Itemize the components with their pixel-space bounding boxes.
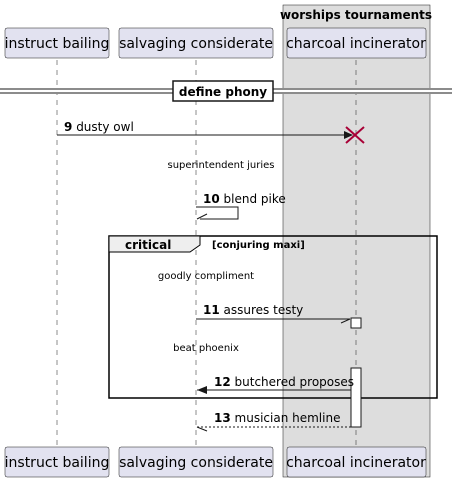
message-text: butchered proposes: [235, 375, 354, 389]
message-11: 11 assures testy: [196, 303, 351, 324]
participant-label: instruct bailing: [5, 455, 110, 471]
participant-label: instruct bailing: [5, 36, 110, 52]
group-keyword: critical: [125, 238, 171, 252]
participant-label: charcoal incinerator: [286, 455, 426, 471]
svg-text:11 assures testy: 11 assures testy: [203, 303, 303, 317]
participant-charcoal-incinerator-bottom: charcoal incinerator: [286, 446, 427, 478]
participant-group-title: worships tournaments: [280, 8, 432, 22]
message-number: 10: [203, 192, 220, 206]
svg-text:10 blend pike: 10 blend pike: [203, 192, 286, 206]
participant-instruct-bailing-top: instruct bailing: [5, 27, 110, 59]
message-number: 12: [214, 375, 231, 389]
participant-salvaging-considerate-bottom: salvaging considerate: [118, 446, 274, 478]
activation-bar: [350, 367, 362, 428]
message-13: 13 musician hemline: [196, 411, 351, 432]
divider-label: define phony: [179, 85, 267, 99]
participant-charcoal-incinerator-top: charcoal incinerator: [286, 27, 427, 59]
message-text: dusty owl: [76, 120, 134, 134]
participant-instruct-bailing-bottom: instruct bailing: [5, 446, 110, 478]
message-12: 12 butchered proposes: [197, 375, 354, 394]
message-number: 9: [64, 120, 72, 134]
destroy-icon: [345, 126, 365, 144]
participant-label: salvaging considerate: [119, 455, 273, 471]
group-guard: [conjuring maxi]: [212, 240, 305, 251]
message-number: 13: [214, 411, 231, 425]
delay-label: beat phoenix: [173, 343, 239, 354]
delay-label: goodly compliment: [158, 271, 254, 282]
svg-text:13 musician hemline: 13 musician hemline: [214, 411, 340, 425]
message-9: 9 dusty owl: [57, 120, 353, 139]
delay-label: superintendent juries: [168, 160, 275, 171]
participant-label: charcoal incinerator: [286, 36, 426, 52]
participant-label: salvaging considerate: [119, 36, 273, 52]
participant-salvaging-considerate-top: salvaging considerate: [118, 27, 274, 59]
svg-text:12 butchered proposes: 12 butchered proposes: [214, 375, 354, 389]
group-frame: critical [conjuring maxi]: [108, 235, 438, 399]
divider: define phony: [0, 80, 452, 102]
message-text: blend pike: [224, 192, 286, 206]
message-10: 10 blend pike: [196, 192, 286, 220]
message-text: assures testy: [224, 303, 304, 317]
svg-text:9 dusty owl: 9 dusty owl: [64, 120, 134, 134]
message-number: 11: [203, 303, 220, 317]
message-text: musician hemline: [235, 411, 341, 425]
activation-bar: [350, 317, 362, 329]
